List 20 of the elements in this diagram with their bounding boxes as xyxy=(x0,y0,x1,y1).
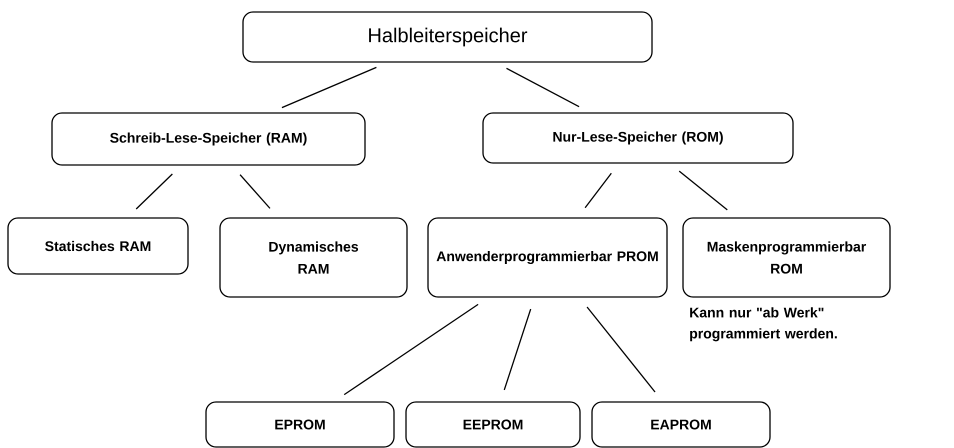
memory-box: EAPROM xyxy=(591,401,771,448)
memory-box: EPROM xyxy=(205,401,395,448)
connector-line xyxy=(504,308,532,390)
memory-box: Anwenderprogrammierbar PROM xyxy=(427,217,668,298)
note-text: Kann nur "ab Werk" programmiert werden. xyxy=(690,307,837,342)
memory-box: EEPROM xyxy=(405,401,581,448)
memory-box: Nur-Lese-Speicher (ROM) xyxy=(482,112,794,164)
connector-line xyxy=(136,174,173,210)
connector-line xyxy=(282,66,377,108)
memory-box: Halbleiterspeicher xyxy=(242,11,653,63)
connector-line xyxy=(584,172,612,208)
memory-box: Dynamisches RAM xyxy=(219,217,408,298)
connector-line xyxy=(344,304,478,396)
memory-box: Statisches RAM xyxy=(7,217,189,275)
memory-box: Maskenprogrammierbar ROM xyxy=(682,217,891,298)
connector-line xyxy=(586,306,656,392)
connector-line xyxy=(506,68,580,108)
connector-line xyxy=(240,174,270,209)
connector-line xyxy=(678,170,728,210)
memory-box: Schreib-Lese-Speicher (RAM) xyxy=(51,112,366,166)
